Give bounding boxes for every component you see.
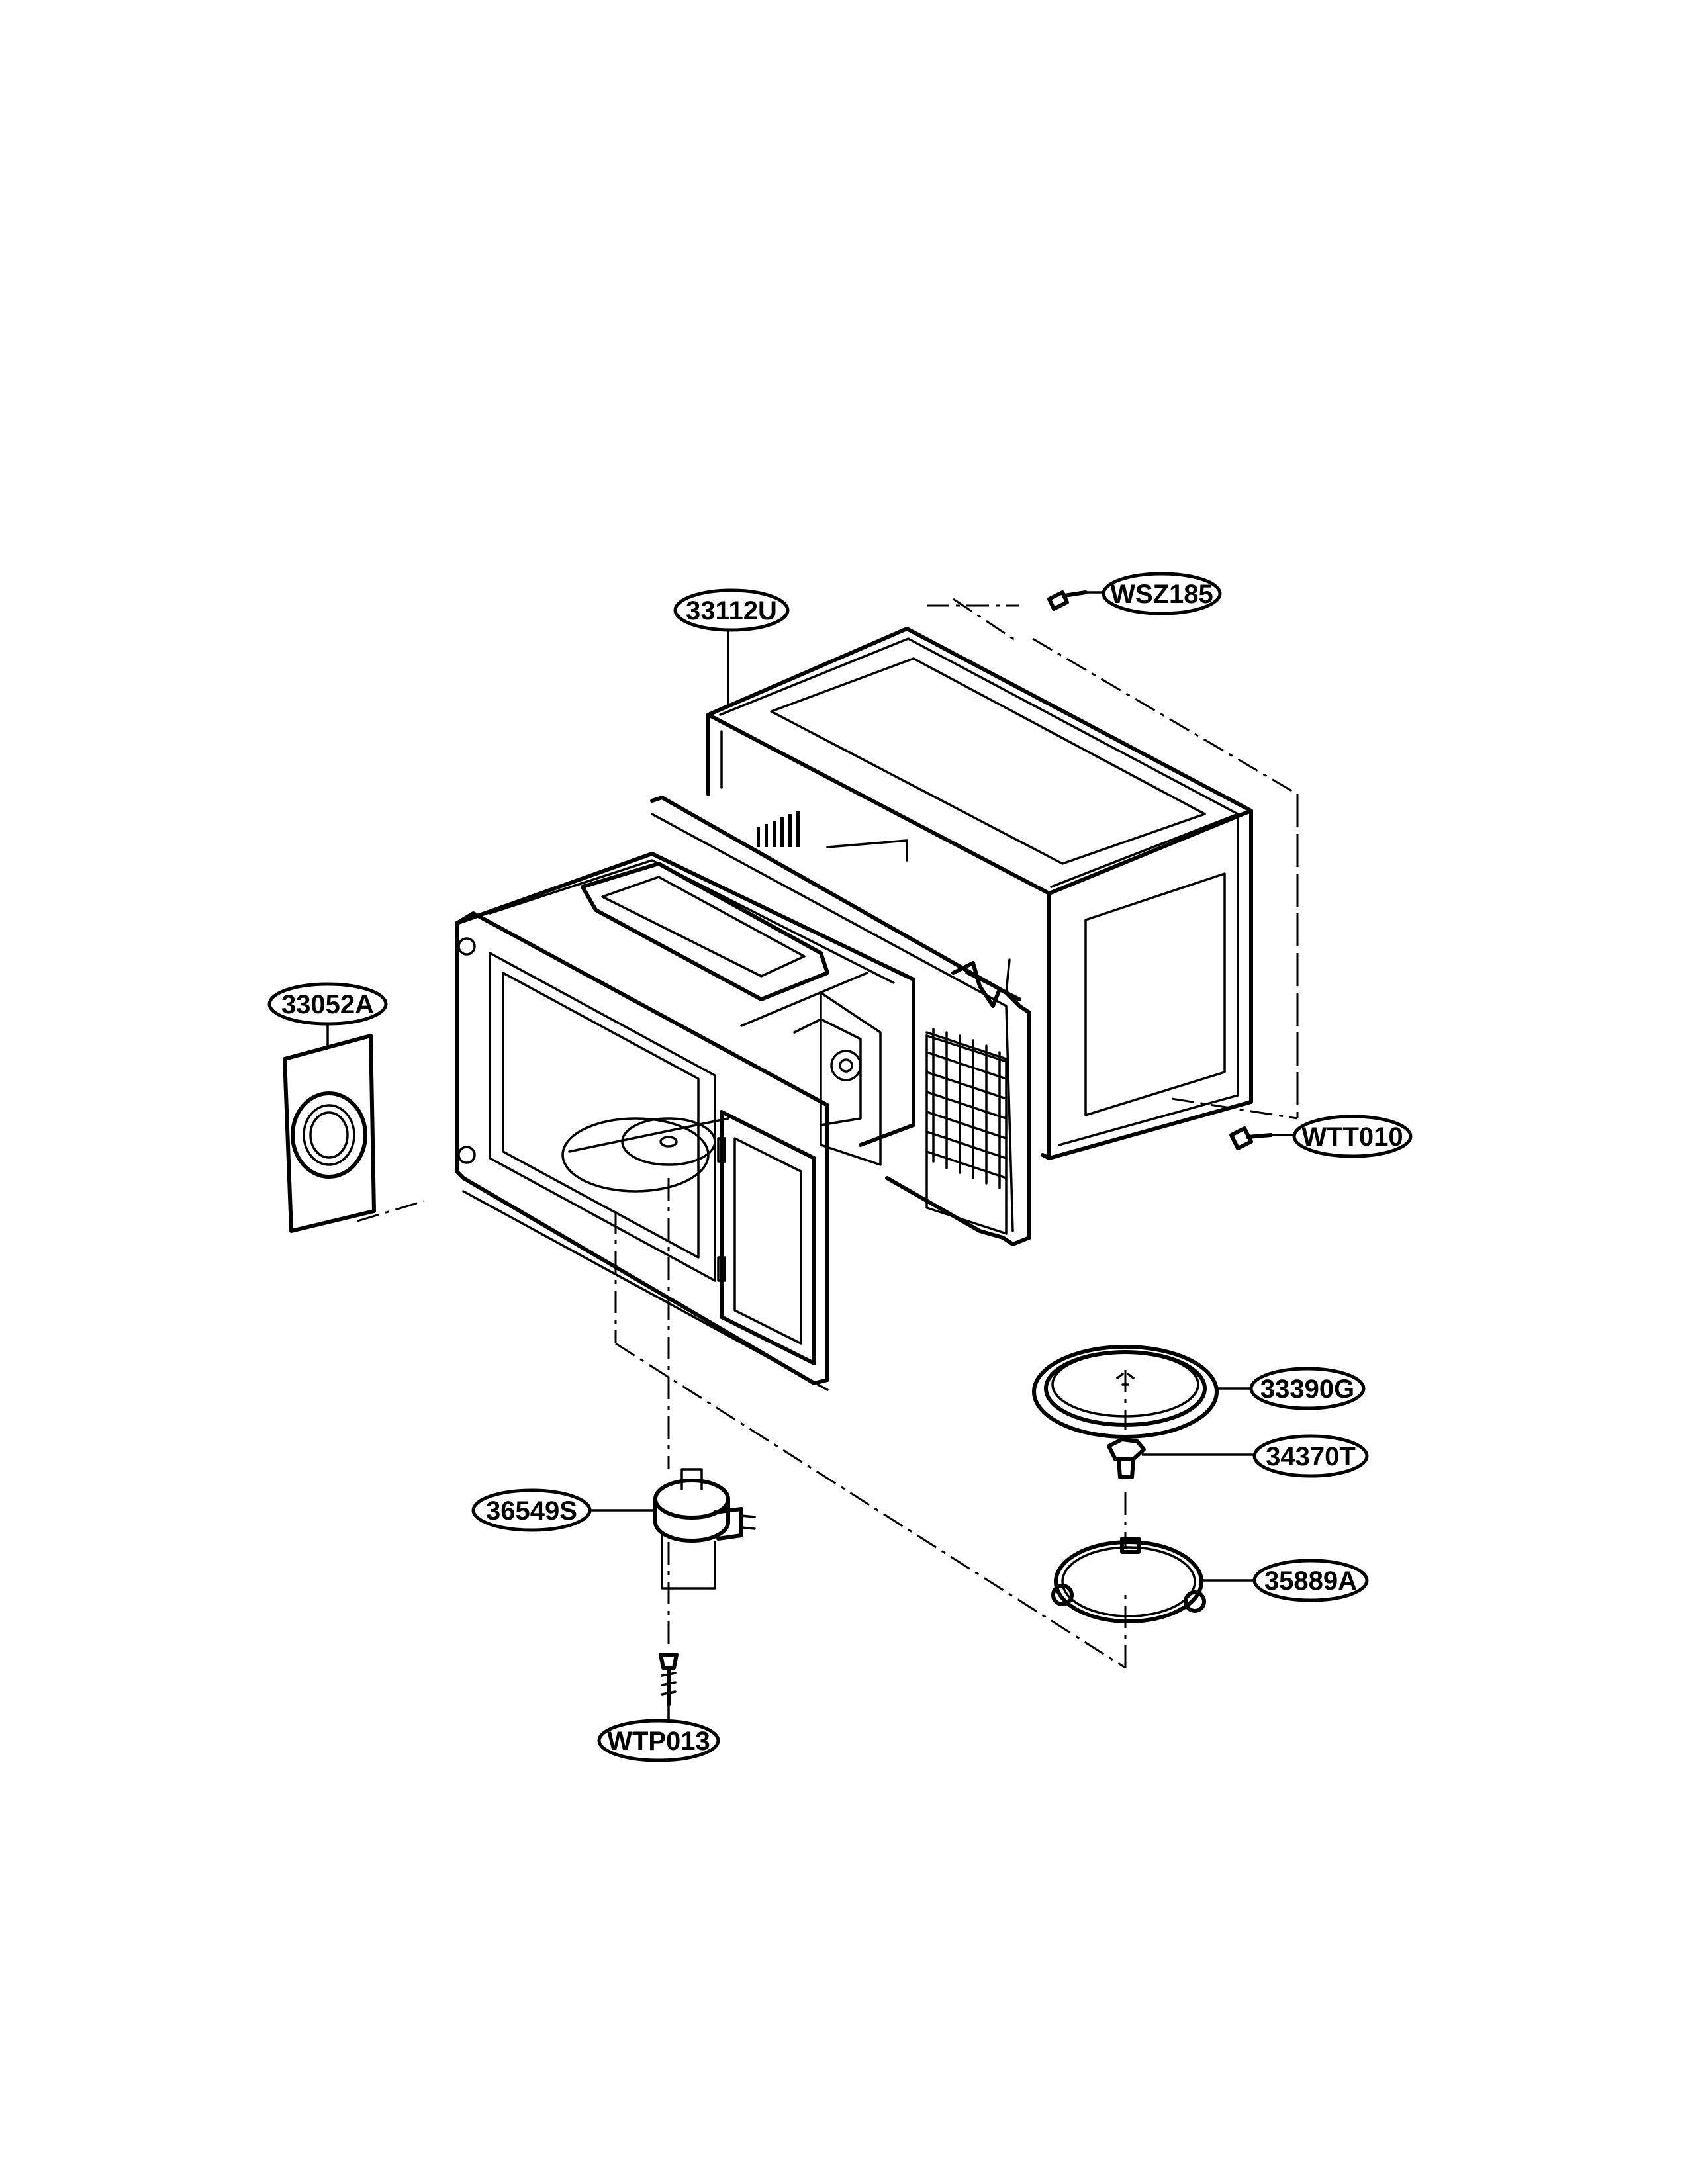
callout-text: 36549S [486,1496,577,1525]
front-frame [455,911,829,1391]
turntable-coupler [1107,1437,1146,1479]
rear-vent-grid [925,1028,1008,1189]
screw-wsz185 [1047,590,1088,611]
callout-text: 33390G [1260,1375,1354,1404]
oven-cavity [455,852,915,1166]
callout-35889A: 35889A [1252,1559,1369,1602]
screw-wtt010 [1229,1126,1273,1150]
callout-text: 33052A [281,990,374,1019]
callout-33052A: 33052A [267,982,388,1026]
callout-text: WSZ185 [1110,580,1213,609]
turntable-motor [653,1468,756,1590]
callout-33390G: 33390G [1249,1367,1366,1410]
callout-WSZ185: WSZ185 [1102,572,1222,615]
callout-text: 33112U [686,596,777,625]
glass-tray [1032,1345,1219,1439]
callout-33112U: 33112U [673,588,790,632]
callout-36549S: 36549S [471,1488,592,1532]
callout-text: 34370T [1266,1442,1356,1471]
callout-WTT010: WTT010 [1292,1115,1413,1158]
callout-text: WTP013 [607,1727,710,1756]
cavity-turntable-base [561,1117,729,1193]
assembly-guide-lines [357,598,1299,1669]
cabinet-vent-slots [757,811,800,847]
callout-text: 35889A [1264,1567,1357,1596]
roller-ring [1051,1537,1206,1623]
label-plate [283,1034,376,1233]
callout-WTP013: WTP013 [597,1719,720,1762]
screw-wtp013 [659,1653,679,1706]
callout-34370T: 34370T [1252,1434,1369,1478]
callout-text: WTT010 [1301,1122,1403,1152]
rear-panel [650,796,1031,1246]
outer-cabinet [706,627,1253,1160]
leader-lines [326,591,1294,1727]
